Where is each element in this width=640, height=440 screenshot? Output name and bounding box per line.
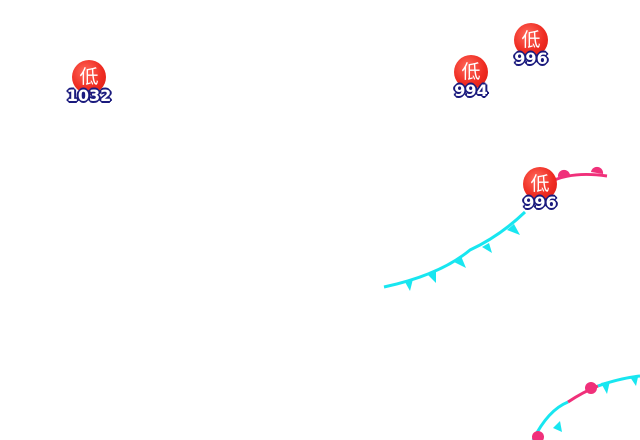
warm-front-bump	[557, 169, 570, 177]
cold-front-barb	[405, 279, 413, 291]
low-pressure-center-1032: 低 1032	[65, 60, 113, 106]
low-pressure-center-996-center: 低 996	[516, 167, 564, 213]
low-pressure-icon: 低	[72, 60, 106, 94]
pressure-value: 996	[514, 49, 548, 68]
low-pressure-icon: 低	[514, 23, 548, 57]
front-bottom-right	[531, 374, 640, 440]
cold-front-barb	[454, 256, 466, 268]
cold-front-center	[383, 210, 527, 291]
warm-front-bump	[591, 166, 604, 174]
cold-front-barb	[507, 224, 520, 235]
pressure-value: 1032	[66, 86, 112, 105]
pressure-value: 994	[454, 81, 488, 100]
pressure-value: 996	[523, 193, 557, 212]
warm-front-bump	[585, 382, 597, 394]
cold-front-barb	[428, 271, 436, 283]
warm-front-bump	[532, 431, 544, 440]
low-pressure-center-996-top: 低 996	[507, 23, 555, 69]
low-pressure-center-994: 低 994	[447, 55, 495, 101]
cold-front-barb	[482, 243, 492, 253]
cold-front-barb	[601, 381, 610, 394]
cold-front-barb	[630, 377, 638, 386]
low-pressure-icon: 低	[454, 55, 488, 89]
low-pressure-icon: 低	[523, 167, 557, 201]
cold-front-barb	[553, 421, 562, 432]
